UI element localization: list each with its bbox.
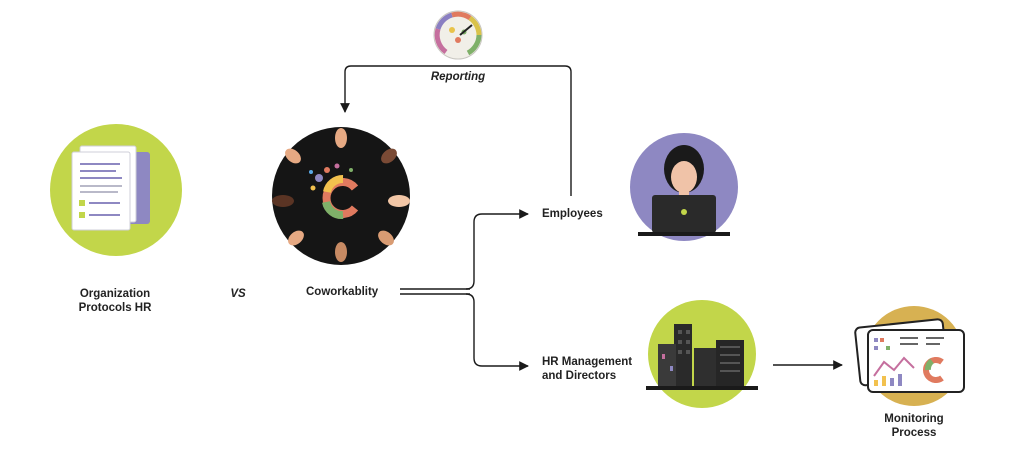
gauge-icon [433,10,483,60]
organization-label: Organization Protocols HR [78,288,152,314]
employees-label: Employees [542,208,603,220]
hr-management-arrow [465,293,529,371]
coworkability-icon [272,127,410,265]
employee-icon [630,133,738,241]
dashboard-icon [854,306,965,406]
connectors [340,65,843,371]
hr-management-label: HR Management and Directors [542,356,633,382]
reporting-arrow [340,65,572,196]
monitoring-label: Monitoring Process [884,413,944,439]
coworkability-label: Coworkablity [306,286,379,298]
employees-arrow [465,209,529,290]
documents-icon [50,124,182,256]
vs-label: VS [230,288,246,300]
reporting-label: Reporting [430,71,486,83]
buildings-icon [646,300,758,408]
